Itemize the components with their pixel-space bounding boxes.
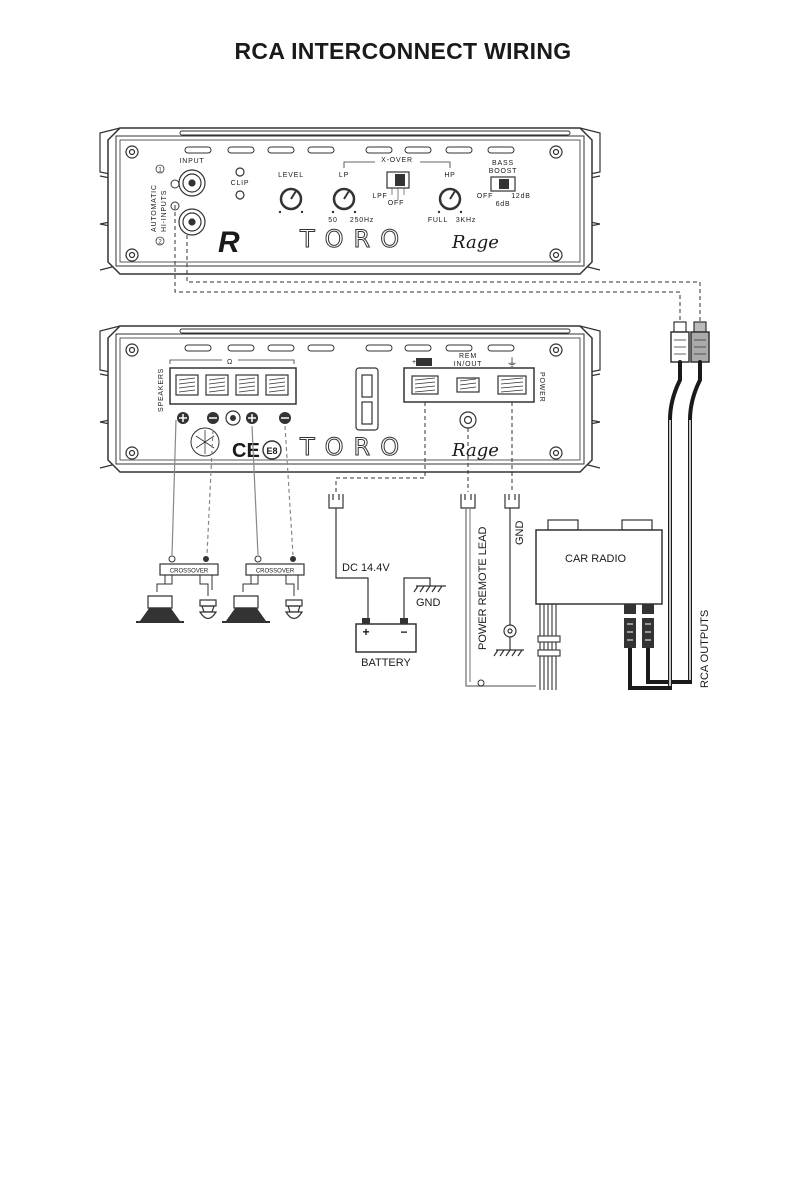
rem-label-1: REM — [459, 353, 477, 360]
lp-min-label: 50 — [328, 217, 337, 224]
bass-boost-label-2: BOOST — [489, 168, 518, 175]
rca-plug-red[interactable] — [691, 322, 709, 362]
hp-max-label: 3KHz — [456, 217, 476, 224]
crossover-label-right: CROSSOVER — [256, 569, 295, 575]
bass-boost-label-1: BASS — [492, 160, 514, 167]
speaker-terminal-block[interactable] — [170, 368, 296, 404]
bass-boost-6db: 6dB — [496, 201, 511, 208]
amplifier-top: AUTOMATIC HI-INPUTS 1 2 INPUT CLIP R LEV… — [100, 128, 600, 274]
ground-symbol-label: ⏚ — [507, 356, 518, 369]
dc-label: DC 14.4V — [342, 562, 390, 574]
lp-max-label: 250Hz — [350, 217, 374, 224]
bass-boost-12db: 12dB — [511, 193, 531, 200]
crossover-right: CROSSOVER — [243, 556, 304, 596]
ohm-label: Ω — [227, 359, 233, 366]
wire-connectors — [329, 494, 519, 508]
speakers-label: SPEAKERS — [158, 368, 165, 412]
brand-toro-top: TORO — [299, 225, 409, 253]
rem-label-2: IN/OUT — [454, 361, 483, 368]
battery-plus: + — [362, 625, 369, 639]
bass-boost-off: OFF — [477, 193, 493, 200]
xover-switch[interactable] — [387, 172, 409, 188]
bass-boost-switch[interactable] — [491, 177, 515, 191]
tweeter-right — [286, 600, 302, 619]
xover-label: X-OVER — [381, 157, 413, 164]
rca-plug-white[interactable] — [671, 322, 689, 362]
woofer-left — [136, 596, 184, 622]
input-label: INPUT — [180, 158, 205, 165]
rca-input-jack-2[interactable] — [179, 209, 205, 235]
rca-outputs-label: RCA OUTPUTS — [699, 610, 711, 688]
logo-r: R — [218, 226, 240, 259]
gnd-vertical-label: GND — [514, 521, 526, 546]
lpf-label: LPF — [372, 193, 387, 200]
battery-icon-small: + — [412, 358, 432, 366]
automatic-label: AUTOMATIC — [151, 184, 158, 232]
rca-input-jack-1[interactable] — [179, 170, 205, 196]
ce-mark: CE — [232, 440, 260, 462]
brand-rage-bottom: Rage — [451, 440, 499, 461]
woofer-right — [222, 596, 270, 622]
lp-label: LP — [339, 172, 349, 179]
battery-ground-symbol — [414, 586, 446, 592]
car-radio: CAR RADIO — [536, 520, 662, 690]
crossover-label-left: CROSSOVER — [170, 569, 209, 575]
level-label: LEVEL — [278, 172, 304, 179]
radio-rca-output-plugs[interactable] — [624, 604, 654, 670]
hp-min-label: FULL — [428, 217, 448, 224]
svg-text:E8: E8 — [266, 446, 277, 456]
xover-off-label: OFF — [388, 200, 404, 207]
power-label: POWER — [538, 372, 545, 402]
tweeter-left — [200, 600, 216, 619]
power-terminal-block[interactable] — [404, 368, 534, 402]
chassis-ground — [494, 625, 524, 656]
gnd-battery-label: GND — [416, 597, 441, 609]
battery-minus: − — [400, 625, 407, 639]
power-remote-lead-label: POWER REMOTE LEAD — [477, 526, 489, 650]
clip-label: CLIP — [231, 180, 250, 187]
battery: + − — [356, 618, 416, 652]
hi-inputs-label: HI-INPUTS — [161, 190, 168, 232]
car-radio-label: CAR RADIO — [565, 553, 627, 565]
brand-toro-bottom: TORO — [299, 433, 409, 461]
svg-text:+: + — [412, 359, 416, 366]
crossover-left: CROSSOVER — [157, 556, 218, 596]
battery-label: BATTERY — [361, 657, 411, 669]
brand-rage-top: Rage — [451, 232, 499, 253]
hp-label: HP — [444, 172, 455, 179]
wire-harness — [538, 604, 560, 690]
